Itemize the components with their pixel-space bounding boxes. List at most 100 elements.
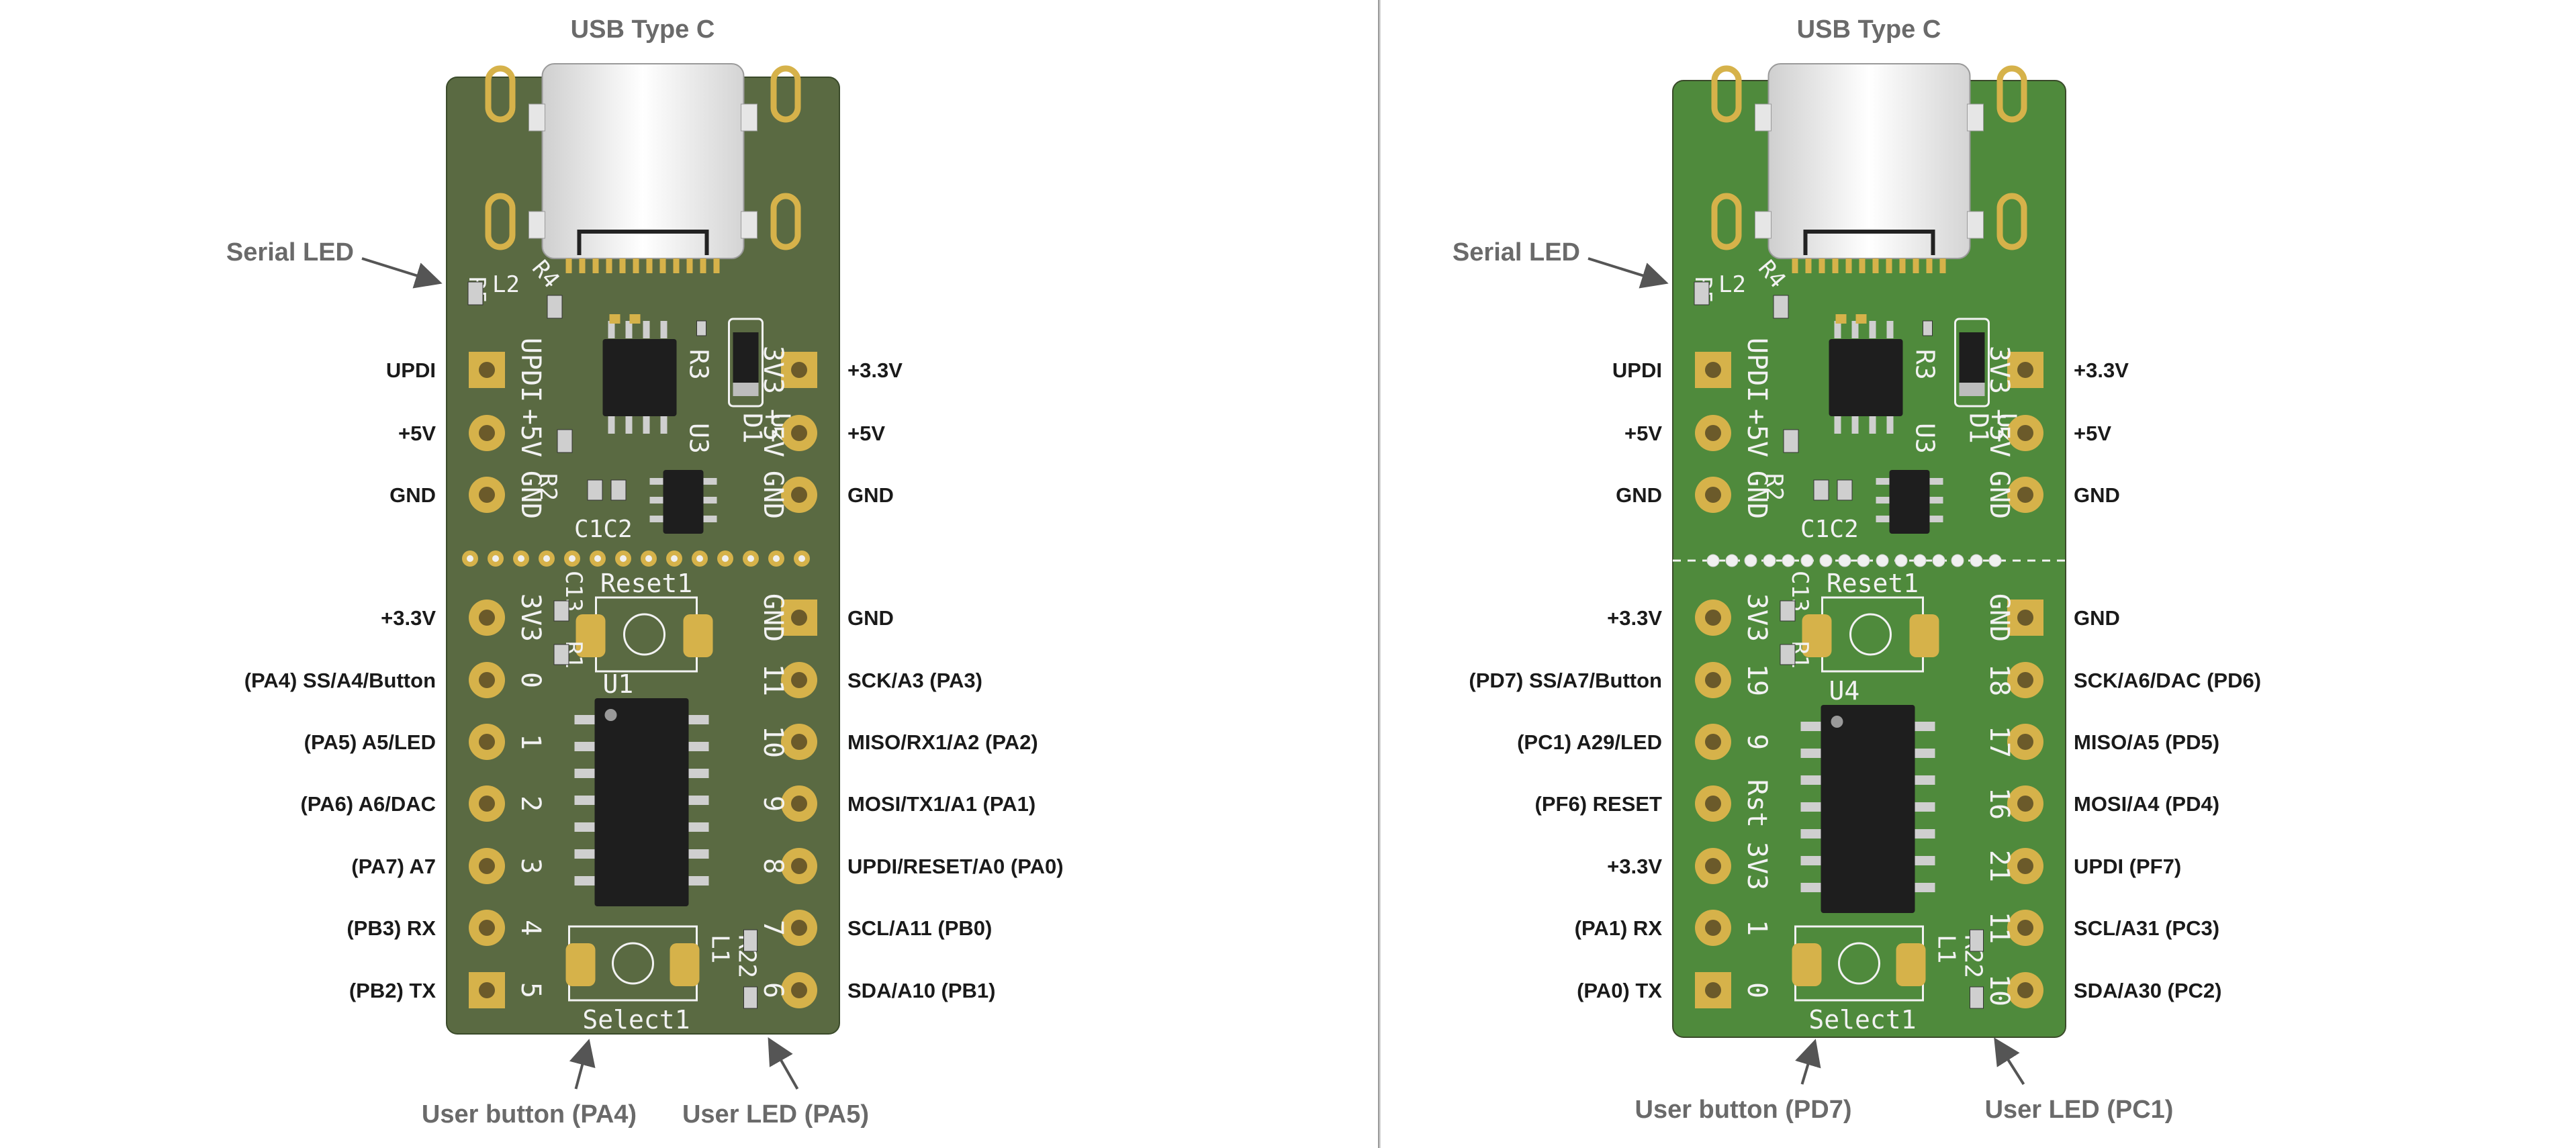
- pin-label-right-3: GND: [2074, 606, 2120, 630]
- usb-connector: [541, 63, 745, 259]
- reset-pad-left: [576, 614, 606, 657]
- cut-hole-5: [1800, 554, 1814, 567]
- pin-label-left-5: (PA5) A5/LED: [304, 730, 436, 754]
- silk-left-7: 3: [515, 858, 546, 874]
- pin-hole-right-4: [791, 672, 807, 688]
- silk-left-9: 5: [515, 982, 546, 998]
- pin-label-left-6: (PF6) RESET: [1535, 792, 1663, 816]
- main-pin-r-3: [1915, 802, 1935, 812]
- r2-component: [557, 429, 573, 453]
- pad-small-0: [1835, 314, 1847, 324]
- pad-small-1: [1855, 314, 1867, 324]
- ref-u3: U3: [1911, 423, 1940, 454]
- main-pin-l-1: [1800, 749, 1821, 758]
- main-pin-l-4: [574, 822, 595, 832]
- silk-left-3: 3V3: [1741, 593, 1772, 642]
- usb-tab-left-2: [528, 211, 545, 239]
- reset-pad-right: [683, 614, 713, 657]
- pin-label-left-8: (PB3) RX: [347, 916, 436, 940]
- pin-hole-left-6: [1705, 796, 1721, 812]
- cut-hole-2: [1744, 554, 1757, 567]
- cut-hole-9: [1876, 554, 1889, 567]
- silk-left-5: 9: [1741, 734, 1772, 750]
- pin-hole-left-8: [479, 920, 495, 936]
- pad-small-0: [609, 314, 620, 324]
- usb-mount-slot-0: [1711, 65, 1742, 123]
- sot-pin-r-1: [1929, 497, 1943, 504]
- l1-component: [1970, 929, 1984, 952]
- main-pin-r-2: [1915, 775, 1935, 785]
- pin-hole-right-8: [791, 920, 807, 936]
- pin-label-right-8: SCL/A31 (PC3): [2074, 916, 2219, 940]
- sot-pin-r-0: [1929, 478, 1943, 485]
- c2-component: [1837, 479, 1853, 501]
- select-pad-left: [1792, 943, 1822, 986]
- main-pin-r-1: [688, 742, 709, 751]
- pin-label-left-9: (PB2) TX: [349, 979, 436, 1002]
- silk-right-9: 6: [757, 982, 788, 998]
- r3-component: [696, 320, 706, 336]
- ref-l2: L2: [1718, 271, 1746, 298]
- u3-pin-bot-3: [1886, 416, 1894, 434]
- pin-label-right-5: MISO/A5 (PD5): [2074, 730, 2219, 754]
- sot-pin-l-0: [1876, 478, 1890, 485]
- pin-hole-left-5: [479, 734, 495, 750]
- usb-contact-pin-1: [1805, 258, 1812, 273]
- user-button-arrow: [569, 1039, 596, 1090]
- pin-hole-right-6: [2017, 796, 2033, 812]
- breakoff-hole-center-8: [671, 555, 678, 562]
- reset-circle: [1849, 613, 1892, 656]
- usb-contact-pin-6: [1872, 258, 1879, 273]
- pin-label-left-6: (PA6) A6/DAC: [300, 792, 436, 816]
- usb-contact-pin-0: [1792, 258, 1798, 273]
- pin-label-right-7: UPDI (PF7): [2074, 855, 2181, 878]
- usb-contact-pin-0: [565, 258, 572, 273]
- silk-right-2: GND: [757, 471, 788, 519]
- silk-left-4: 0: [515, 672, 546, 688]
- u3-pin-top-2: [643, 321, 650, 338]
- u3-chip: [1829, 339, 1903, 416]
- silk-right-3: GND: [757, 593, 788, 642]
- u2-tab: [1959, 383, 1985, 396]
- main-pin-r-1: [1915, 749, 1935, 758]
- cut-hole-13: [1951, 554, 1964, 567]
- silk-left-7: 3V3: [1741, 842, 1772, 890]
- main-chip: [1821, 705, 1915, 913]
- main-pin-l-6: [574, 876, 595, 886]
- ref-d1: D1: [738, 413, 768, 444]
- r2-component: [1783, 429, 1799, 453]
- u3-pin-top-2: [1869, 321, 1876, 338]
- cut-hole-10: [1894, 554, 1908, 567]
- silk-right-8: 7: [757, 920, 788, 936]
- silk-right-7: 21: [1984, 850, 2015, 882]
- usb-contact-pin-9: [1913, 258, 1919, 273]
- select-circle: [612, 942, 654, 985]
- u3-pin-bot-0: [608, 416, 615, 434]
- pin-hole-left-6: [479, 796, 495, 812]
- pin-label-right-6: MOSI/A4 (PD4): [2074, 792, 2219, 816]
- ref-l1: L1: [1933, 935, 1960, 963]
- pin-hole-left-8: [1705, 920, 1721, 936]
- usb-tab-left-2: [1755, 211, 1772, 239]
- r5-component: [467, 281, 484, 305]
- u2-outline: [1954, 318, 1990, 408]
- pin-hole-right-3: [791, 610, 807, 626]
- usb-contact-pin-11: [713, 258, 720, 273]
- ref-select: Select1: [582, 1005, 690, 1035]
- pin-hole-right-2: [2017, 487, 2033, 503]
- silk-right-5: 10: [757, 726, 788, 758]
- main-pin-r-5: [688, 849, 709, 859]
- pin-hole-left-9: [1705, 982, 1721, 998]
- r5-component: [1694, 281, 1710, 305]
- pin-hole-right-5: [2017, 734, 2033, 750]
- usb-contact-pin-3: [606, 258, 612, 273]
- main-pin-r-5: [1915, 856, 1935, 865]
- breakoff-hole-center-12: [773, 555, 780, 562]
- c1-component: [1813, 479, 1829, 501]
- cut-hole-0: [1706, 554, 1720, 567]
- usb-tab-right-2: [1967, 211, 1984, 239]
- ref-r2: R2: [1761, 473, 1788, 501]
- silk-right-3: GND: [1984, 593, 2015, 642]
- r1-component: [553, 644, 569, 665]
- silk-right-1: +5V: [757, 409, 788, 457]
